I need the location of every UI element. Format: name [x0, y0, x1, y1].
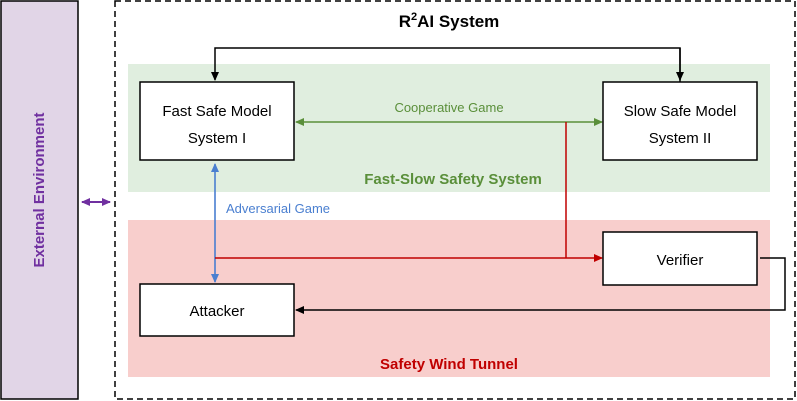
verifier-to-attacker-arrow — [295, 257, 786, 314]
attacker-label: Attacker — [189, 303, 244, 320]
external-environment-panel — [0, 0, 79, 400]
attacker-node: Attacker — [139, 283, 295, 337]
slow-safe-model-title: Slow Safe Model — [624, 103, 737, 120]
fast-safe-model-node: Fast Safe Model System I — [139, 81, 295, 161]
fast-slow-safety-label: Fast-Slow Safety System — [364, 171, 542, 188]
adversarial-game-label: Adversarial Game — [226, 201, 330, 216]
slow-safe-model-node: Slow Safe Model System II — [602, 81, 758, 161]
system-border — [114, 0, 796, 400]
external-environment-label: External Environment — [31, 112, 48, 267]
verifier-node: Verifier — [602, 231, 758, 286]
fast-safe-model-subtitle: System I — [188, 130, 246, 147]
diagram-title: R2AI System — [399, 11, 500, 31]
fast-safe-model-title: Fast Safe Model — [162, 103, 271, 120]
slow-safe-model-subtitle: System II — [649, 130, 712, 147]
verifier-label: Verifier — [657, 252, 704, 269]
safety-wind-tunnel-label: Safety Wind Tunnel — [380, 356, 518, 373]
cooperative-game-label: Cooperative Game — [394, 100, 503, 115]
